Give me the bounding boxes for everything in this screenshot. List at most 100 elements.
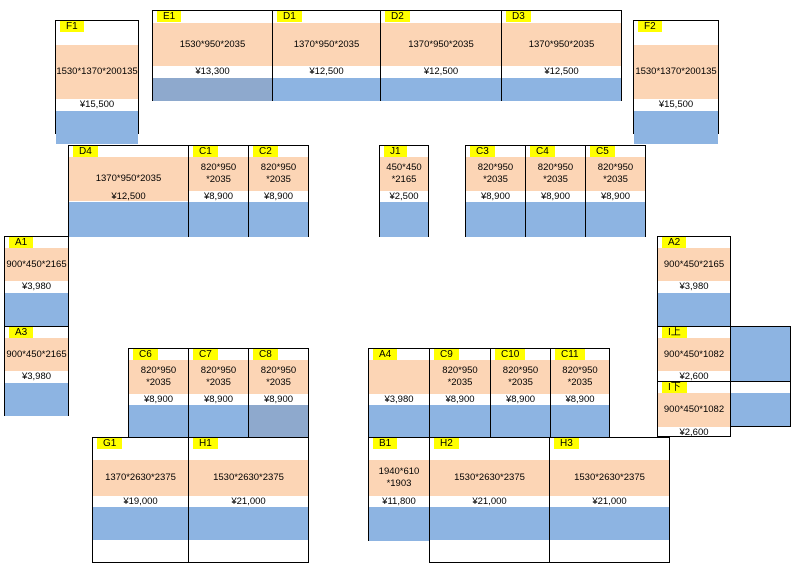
booth-label: H3: [554, 438, 579, 449]
booth-dimensions: 450*450 *2165: [380, 157, 428, 191]
shelf-band: [273, 78, 380, 101]
booth-c6[interactable]: C6 820*950 *2035 ¥8,900: [128, 348, 189, 439]
booth-d2[interactable]: D2 1370*950*2035 ¥12,500: [380, 10, 502, 101]
booth-i-lower[interactable]: I下 900*450*1082 ¥2,600: [657, 381, 731, 438]
shelf-band: [369, 507, 429, 541]
booth-c7[interactable]: C7 820*950 *2035 ¥8,900: [188, 348, 249, 439]
booth-price: ¥2,600: [679, 427, 709, 438]
booth-label: D3: [506, 11, 531, 22]
booth-c10[interactable]: C10 820*950 *2035 ¥8,900: [490, 348, 551, 439]
booth-j1[interactable]: J1 450*450 *2165 ¥2,500: [379, 145, 429, 237]
booth-dimensions: 1530*2630*2375: [189, 460, 308, 496]
shelf-band: [658, 293, 730, 328]
booth-label: C6: [133, 349, 158, 360]
booth-c1[interactable]: C1 820*950 *2035 ¥8,900: [188, 145, 249, 237]
shelf-band: [56, 111, 138, 144]
shelf-band: [249, 405, 308, 439]
booth-label: A3: [9, 327, 34, 338]
shelf-band: [380, 202, 428, 237]
booth-price: ¥8,900: [445, 394, 475, 405]
booth-dimensions: 900*450*1082: [658, 393, 730, 427]
booth-dimensions: 820*950 *2035: [430, 360, 490, 394]
booth-d4[interactable]: D4 1370*950*2035 ¥12,500: [68, 145, 189, 237]
booth-dimensions: 1370*950*2035: [381, 23, 501, 66]
booth-c2[interactable]: C2 820*950 *2035 ¥8,900: [248, 145, 309, 237]
booth-price: ¥8,900: [565, 394, 595, 405]
booth-price: ¥3,980: [21, 281, 52, 292]
booth-f1[interactable]: F1 1530*1370*200135 ¥15,500: [55, 20, 139, 144]
booth-dimensions: 1940*610 *1903: [369, 460, 429, 496]
booth-price: ¥8,900: [600, 191, 631, 202]
booth-price: ¥2,500: [389, 191, 419, 202]
booth-price: ¥8,900: [505, 394, 536, 405]
shelf-band: [430, 405, 490, 439]
booth-label: C9: [434, 349, 459, 360]
booth-dimensions: 820*950 *2035: [586, 157, 645, 191]
booth-dimensions: 820*950 *2035: [249, 360, 308, 394]
booth-c4[interactable]: C4 820*950 *2035 ¥8,900: [525, 145, 586, 237]
booth-c8[interactable]: C8 820*950 *2035 ¥8,900: [248, 348, 309, 439]
booth-label: D4: [73, 146, 98, 157]
shelf-band: [634, 111, 718, 144]
booth-label: F2: [638, 21, 662, 32]
booth-b1[interactable]: B1 1940*610 *1903 ¥11,800: [368, 437, 430, 541]
booth-dimensions: 820*950 *2035: [189, 157, 248, 191]
booth-dimensions: 820*950 *2035: [189, 360, 248, 394]
booth-d3[interactable]: D3 1370*950*2035 ¥12,500: [501, 10, 622, 101]
booth-price: ¥8,900: [203, 394, 234, 405]
booth-dimensions: 820*950 *2035: [466, 157, 525, 191]
booth-dimensions: 820*950 *2035: [249, 157, 308, 191]
booth-c11[interactable]: C11 820*950 *2035 ¥8,900: [550, 348, 610, 439]
booth-price: ¥12,500: [544, 66, 579, 77]
booth-label: C1: [193, 146, 218, 157]
booth-e1[interactable]: E1 1530*950*2035 ¥13,300: [152, 10, 273, 101]
booth-a2[interactable]: A2 900*450*2165 ¥3,980: [657, 236, 731, 328]
booth-price: ¥15,500: [79, 99, 115, 110]
booth-f2[interactable]: F2 1530*1370*200135 ¥15,500: [633, 20, 719, 144]
shelf-band: [369, 405, 429, 439]
booth-dimensions: 900*450*2165: [5, 338, 68, 371]
booth-label: J1: [384, 146, 407, 157]
booth-dimensions: 820*950 *2035: [526, 157, 585, 191]
booth-a1[interactable]: A1 900*450*2165 ¥3,980: [4, 236, 69, 328]
booth-price: ¥11,800: [382, 496, 416, 507]
booth-h1[interactable]: H1 1530*2630*2375 ¥21,000: [188, 437, 309, 563]
booth-price: ¥8,900: [263, 191, 294, 202]
booth-label: B1: [373, 438, 398, 449]
booth-price: ¥19,000: [123, 496, 158, 507]
booth-label: G1: [97, 438, 123, 449]
booth-dimensions: 1370*2630*2375: [93, 460, 188, 496]
side-shelf-fill-lower: [731, 393, 790, 426]
booth-c9[interactable]: C9 820*950 *2035 ¥8,900: [429, 348, 491, 439]
booth-price: ¥8,900: [203, 191, 234, 202]
booth-price: ¥8,900: [143, 394, 174, 405]
booth-price: ¥12,500: [423, 66, 459, 77]
booth-label: I下: [662, 382, 687, 393]
booth-dimensions: 1370*950*2035: [502, 23, 621, 66]
shelf-band: [5, 293, 68, 328]
booth-d1[interactable]: D1 1370*950*2035 ¥12,500: [272, 10, 381, 101]
shelf-band: [550, 507, 669, 540]
booth-price: ¥21,000: [592, 496, 627, 507]
booth-dimensions: 820*950 *2035: [491, 360, 550, 394]
booth-label: A4: [373, 349, 398, 360]
booth-label: C4: [530, 146, 555, 157]
booth-label: C7: [193, 349, 218, 360]
booth-h3[interactable]: H3 1530*2630*2375 ¥21,000: [549, 437, 670, 563]
booth-c5[interactable]: C5 820*950 *2035 ¥8,900: [585, 145, 646, 237]
booth-a4[interactable]: A4 ¥3,980: [368, 348, 430, 439]
booth-dimensions: 1530*2630*2375: [550, 460, 669, 496]
booth-price: ¥13,300: [195, 66, 230, 77]
booth-i-upper[interactable]: I上 900*450*1082 ¥2,600: [657, 326, 731, 382]
booth-h2[interactable]: H2 1530*2630*2375 ¥21,000: [429, 437, 550, 563]
booth-c3[interactable]: C3 820*950 *2035 ¥8,900: [465, 145, 526, 237]
booth-price: ¥3,980: [384, 394, 414, 405]
booth-price: ¥12,500: [309, 66, 344, 77]
booth-a3[interactable]: A3 900*450*2165 ¥3,980: [4, 326, 69, 416]
booth-label: C5: [590, 146, 615, 157]
shelf-band: [189, 202, 248, 237]
shelf-band: [502, 78, 621, 101]
booth-price: ¥3,980: [21, 371, 52, 382]
booth-label: C10: [495, 349, 526, 360]
booth-g1[interactable]: G1 1370*2630*2375 ¥19,000: [92, 437, 189, 563]
